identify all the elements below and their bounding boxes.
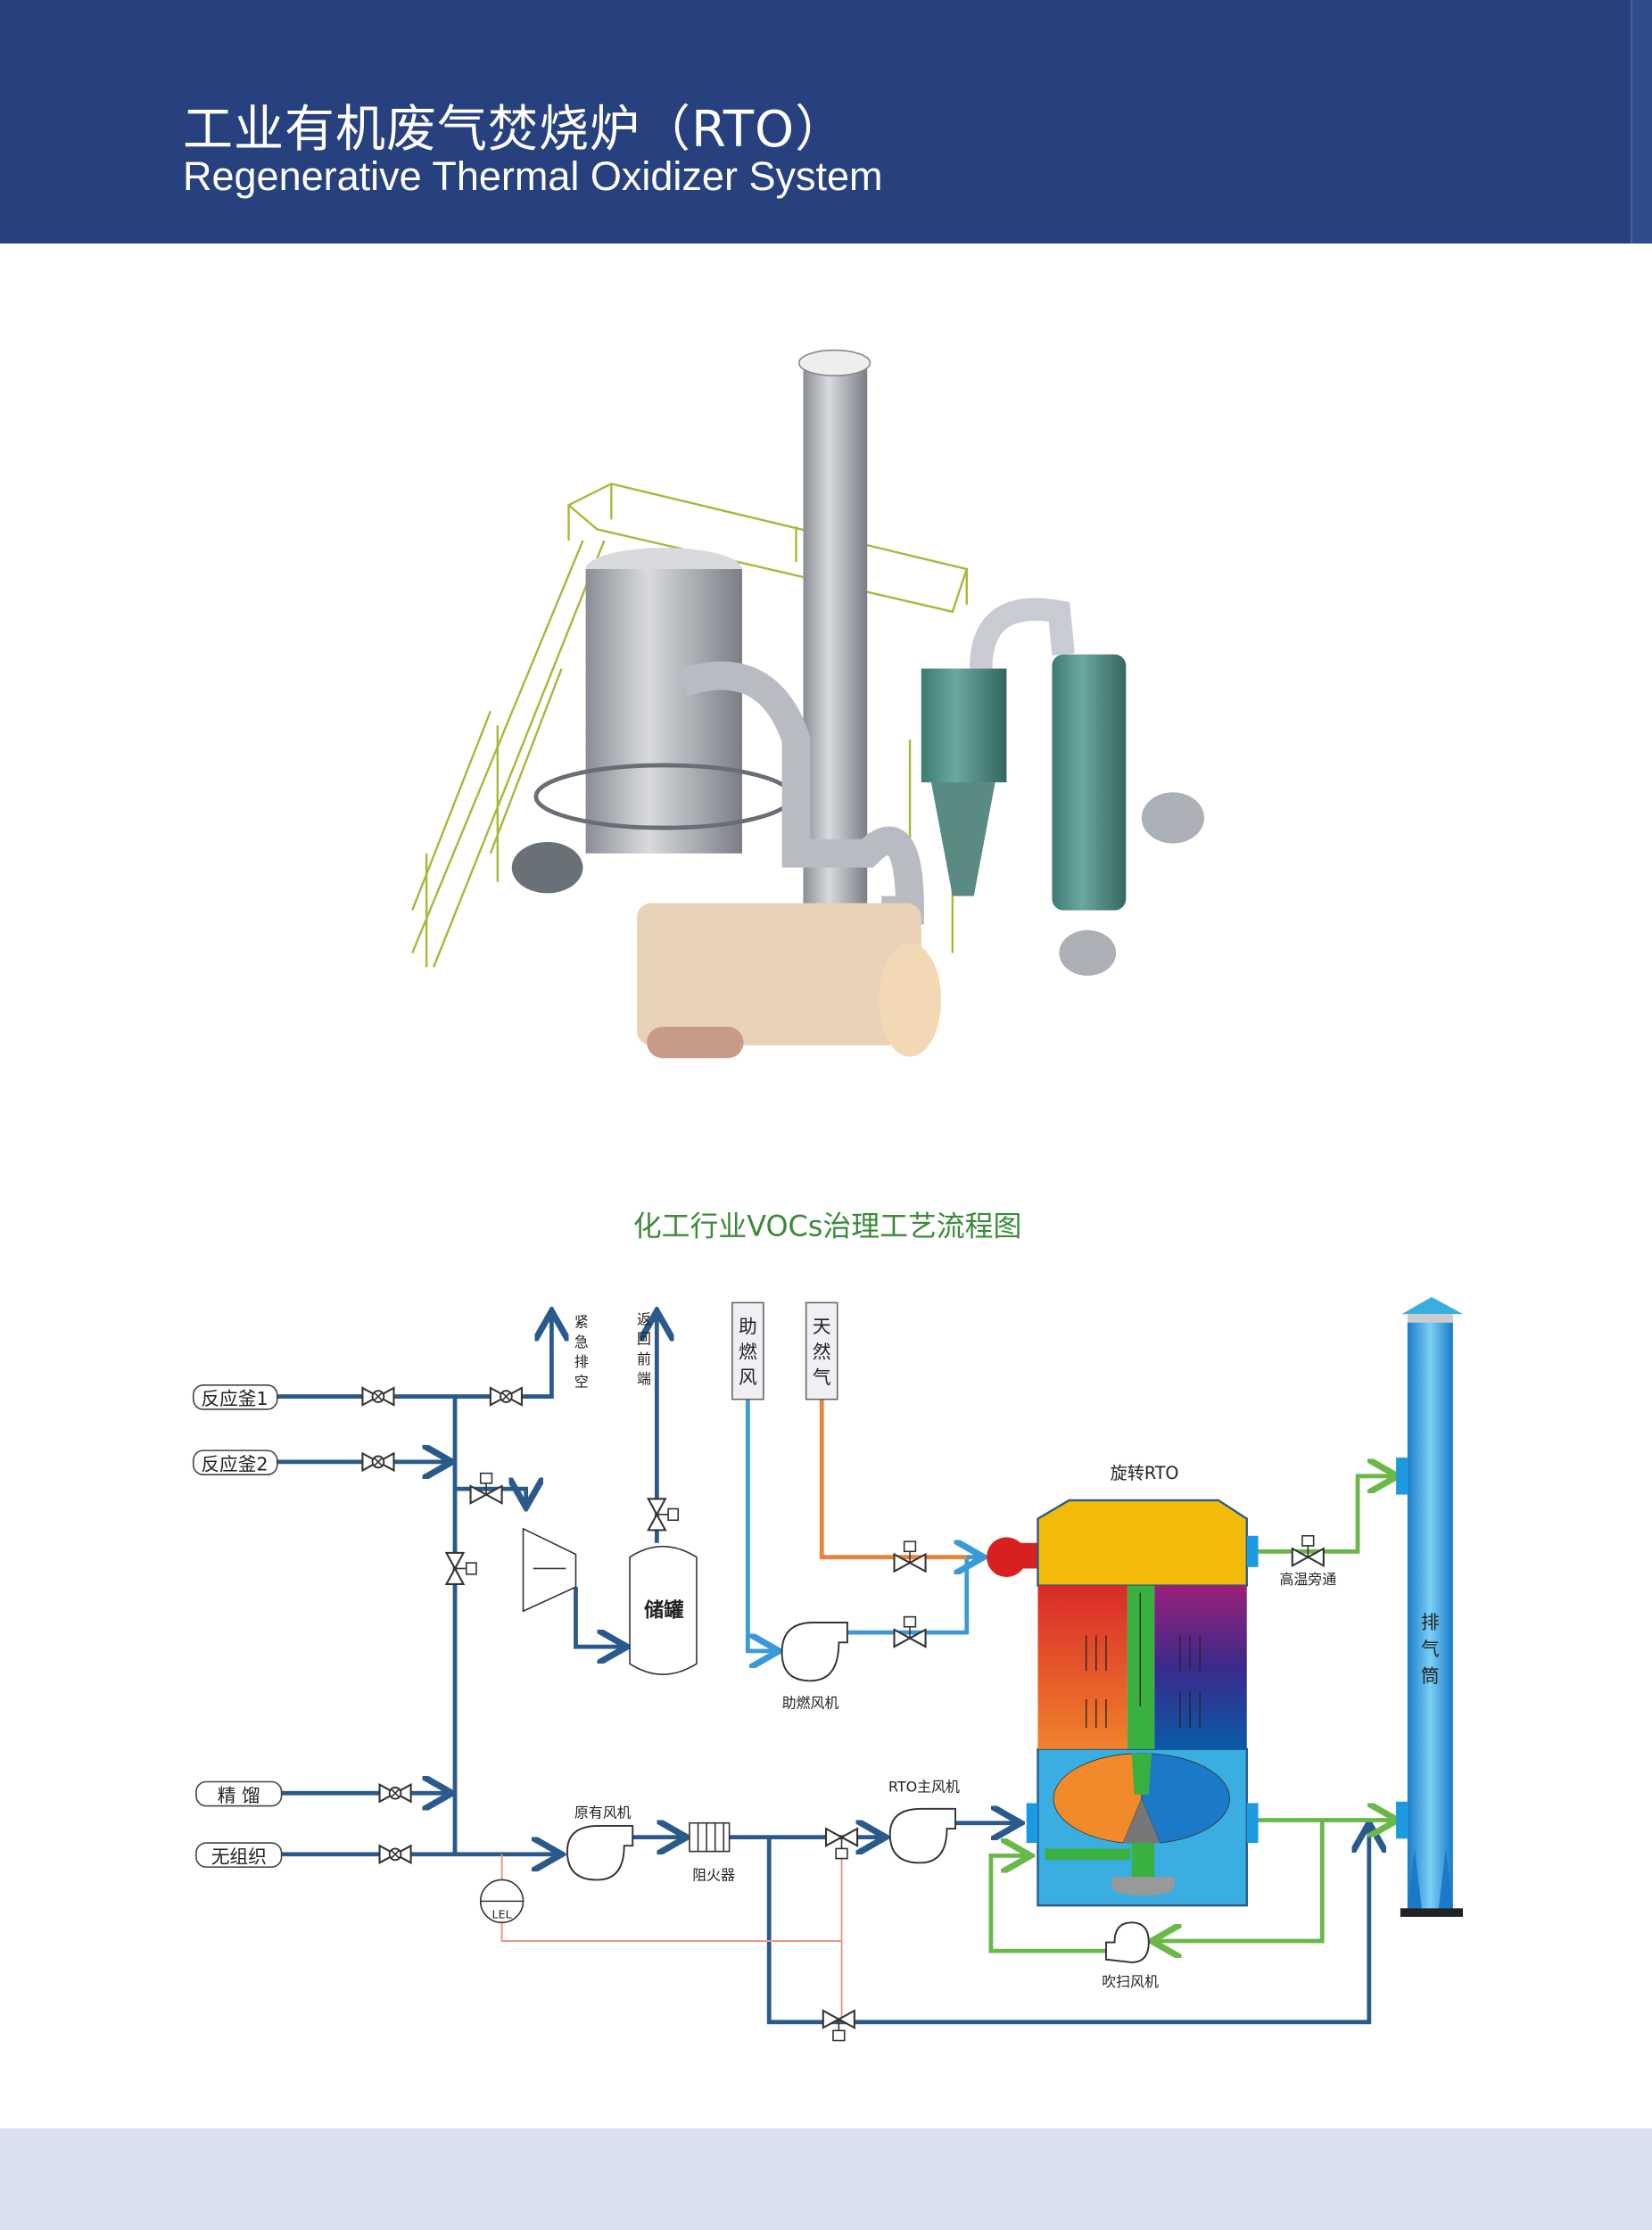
svg-text:前: 前 (637, 1350, 651, 1367)
source-label: 精 馏 (218, 1785, 260, 1806)
svg-text:端: 端 (637, 1370, 651, 1387)
combustion-fan-label: 助燃风机 (782, 1695, 839, 1712)
natural-gas-supply: 天 然 气 (805, 1301, 838, 1400)
combustion-fan-icon (781, 1622, 848, 1682)
svg-text:气: 气 (813, 1367, 831, 1388)
source-distillation: 精 馏 (195, 1780, 283, 1807)
flame-arrester-label: 阻火器 (692, 1866, 735, 1883)
footer-band (0, 2128, 1652, 2230)
combustion-air-supply: 助 燃 风 (731, 1301, 764, 1400)
purge-fan-icon (1105, 1921, 1150, 1963)
svg-text:气: 气 (1421, 1639, 1440, 1660)
svg-text:排: 排 (574, 1353, 589, 1370)
original-fan-icon (566, 1824, 634, 1881)
combustion-chamber (637, 903, 921, 1045)
page-title-en: Regenerative Thermal Oxidizer System (183, 153, 883, 199)
control-valve-rto-inlet[interactable] (824, 1828, 859, 1860)
svg-text:急: 急 (574, 1334, 589, 1350)
storage-tank: 储罐 (629, 1545, 698, 1675)
header-banner: 工业有机废气焚烧炉（RTO） Regenerative Thermal Oxid… (0, 0, 1652, 244)
source-fugitive: 无组织 (195, 1842, 283, 1868)
control-valve-bypass[interactable] (1291, 1534, 1325, 1567)
svg-text:回: 回 (637, 1331, 651, 1348)
purge-fan-label: 吹扫风机 (1102, 1973, 1159, 1990)
source-reactor-1: 反应釜1 (192, 1384, 278, 1410)
diagram-caption: 化工行业VOCs治理工艺流程图 (633, 1209, 1022, 1243)
scrubber-tank (1052, 654, 1127, 911)
control-valve-condenser[interactable] (469, 1472, 503, 1505)
exhaust-stack-diagram: 排 气 筒 (1396, 1297, 1464, 1917)
gate-valve-reactor1[interactable] (361, 1386, 395, 1407)
svg-text:LEL: LEL (491, 1908, 512, 1921)
source-reactor-2: 反应釜2 (192, 1450, 278, 1476)
svg-text:天: 天 (813, 1316, 831, 1337)
gate-valve-emergency-vent[interactable] (489, 1386, 523, 1407)
gate-valve-distillation[interactable] (378, 1783, 412, 1803)
flow-arrows (1086, 1592, 1201, 1728)
svg-text:紧: 紧 (574, 1313, 589, 1330)
platform-railing (411, 483, 969, 968)
original-fan-label: 原有风机 (574, 1804, 632, 1821)
cyclone-separator (921, 668, 1007, 783)
rto-main-fan-icon (888, 1807, 956, 1864)
flame-arrester-icon (689, 1821, 731, 1853)
svg-text:筒: 筒 (1421, 1665, 1440, 1687)
control-valve-main-line[interactable] (445, 1551, 477, 1585)
svg-text:风: 风 (739, 1367, 757, 1388)
svg-text:燃: 燃 (739, 1342, 757, 1363)
svg-text:排: 排 (1421, 1611, 1440, 1632)
fuel-air-pipes (745, 1399, 984, 1651)
blower (1141, 792, 1204, 844)
control-valve-tank[interactable] (647, 1498, 680, 1532)
high-temp-bypass-label: 高温旁通 (1279, 1571, 1336, 1588)
condenser (522, 1527, 577, 1613)
source-label: 反应釜2 (201, 1453, 268, 1474)
source-label: 反应釜1 (201, 1388, 268, 1409)
lel-detector: LEL (479, 1879, 525, 1924)
rto-equipment-render (411, 349, 1204, 1059)
rotary-rto-label: 旋转RTO (1111, 1463, 1179, 1483)
gate-valve-reactor2[interactable] (361, 1452, 395, 1472)
rto-main-fan-label: RTO主风机 (888, 1779, 960, 1796)
header-edge-strip (1631, 0, 1652, 244)
control-valve-natural-gas[interactable] (893, 1540, 927, 1573)
svg-text:空: 空 (574, 1373, 589, 1390)
gate-valve-fugitive[interactable] (378, 1845, 412, 1864)
svg-text:储罐: 储罐 (644, 1598, 684, 1623)
exhaust-stack (803, 362, 868, 925)
svg-text:返: 返 (637, 1310, 651, 1327)
page-title-cn: 工业有机废气焚烧炉（RTO） (183, 101, 847, 159)
svg-text:然: 然 (813, 1342, 831, 1363)
svg-text:助: 助 (739, 1316, 757, 1337)
rotary-rto (1026, 1499, 1259, 1907)
regenerator-tower (585, 568, 742, 854)
source-label: 无组织 (211, 1846, 267, 1867)
control-valve-combustion-air[interactable] (893, 1615, 927, 1648)
control-valve-bypass-line[interactable] (822, 2010, 855, 2042)
signal-lines (500, 1848, 843, 2019)
